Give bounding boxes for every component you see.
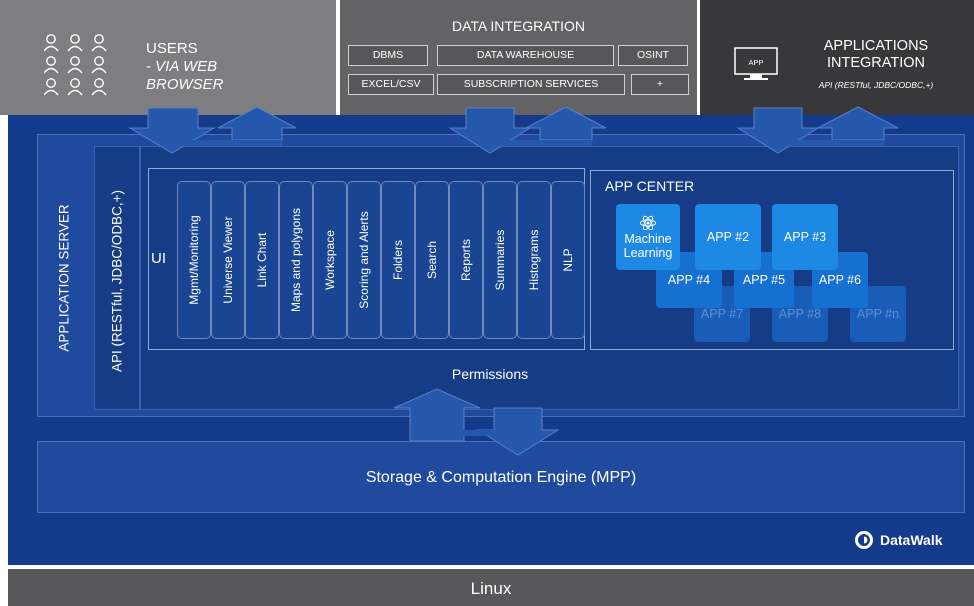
users-group-icon bbox=[44, 34, 107, 96]
module-summaries: Summaries bbox=[483, 181, 517, 339]
source-subscription-services: SUBSCRIPTION SERVICES bbox=[437, 74, 625, 95]
applications-integration-panel: APP APPLICATIONS INTEGRATION API (RESTfu… bbox=[700, 0, 974, 115]
monitor-icon: APP bbox=[734, 47, 778, 80]
arrow-data-up bbox=[525, 106, 607, 141]
arrow-apps-down bbox=[736, 107, 820, 154]
source-osint: OSINT bbox=[618, 45, 688, 66]
source-plus: + bbox=[631, 74, 689, 95]
source-excel-csv: EXCEL/CSV bbox=[348, 74, 434, 95]
api-column bbox=[94, 146, 140, 410]
atom-icon bbox=[639, 215, 657, 231]
permissions-label: Permissions bbox=[451, 366, 529, 382]
arrow-data-down bbox=[448, 107, 532, 154]
users-line2: - VIA WEB bbox=[146, 58, 218, 75]
app-tile-3: APP #3 bbox=[772, 204, 838, 270]
users-title: USERS bbox=[146, 40, 198, 57]
module-histograms: Histograms bbox=[517, 181, 551, 339]
module-maps-and-polygons: Maps and polygons bbox=[279, 181, 313, 339]
module-folders: Folders bbox=[381, 181, 415, 339]
source-dbms: DBMS bbox=[348, 45, 428, 66]
users-panel: USERS - VIA WEB BROWSER bbox=[0, 0, 336, 115]
module-mgmt-monitoring: Mgmt/Monitoring bbox=[177, 181, 211, 339]
app-tile-machine-learning: Machine Learning bbox=[616, 204, 680, 270]
arrow-apps-up bbox=[817, 106, 899, 141]
apps-title-line1: APPLICATIONS bbox=[823, 38, 929, 54]
users-line3: BROWSER bbox=[146, 76, 224, 93]
module-link-chart: Link Chart bbox=[245, 181, 279, 339]
module-scoring-and-alerts: Scoring and Alerts bbox=[347, 181, 381, 339]
applications-integration-title: APPLICATIONS INTEGRATION API (RESTful, J… bbox=[788, 38, 964, 94]
app-tile-2: APP #2 bbox=[695, 204, 761, 270]
arrow-users-down bbox=[128, 107, 216, 154]
source-data-warehouse: DATA WAREHOUSE bbox=[437, 45, 614, 66]
app-center-title: APP CENTER bbox=[605, 178, 695, 194]
brand-name: DataWalk bbox=[880, 532, 943, 548]
brand-logo: DataWalk bbox=[854, 530, 943, 550]
module-search: Search bbox=[415, 181, 449, 339]
module-universe-viewer: Universe Viewer bbox=[211, 181, 245, 339]
monitor-label: APP bbox=[748, 58, 763, 67]
data-integration-panel: DATA INTEGRATION DBMS DATA WAREHOUSE OSI… bbox=[340, 0, 697, 115]
apps-title-line2: INTEGRATION bbox=[826, 55, 925, 71]
linux-bar: Linux bbox=[8, 569, 974, 606]
data-integration-title: DATA INTEGRATION bbox=[451, 18, 585, 34]
users-label: USERS - VIA WEB BROWSER bbox=[146, 40, 224, 94]
app-center-box bbox=[590, 170, 954, 350]
ml-line2: Learning bbox=[623, 246, 673, 260]
datawalk-logo-icon bbox=[855, 531, 873, 549]
ml-line1: Machine bbox=[624, 232, 672, 246]
module-reports: Reports bbox=[449, 181, 483, 339]
module-workspace: Workspace bbox=[313, 181, 347, 339]
ui-label: UI bbox=[151, 250, 166, 267]
arrow-users-up bbox=[217, 106, 297, 141]
storage-engine: Storage & Computation Engine (MPP) bbox=[37, 441, 965, 513]
apps-subtitle: API (RESTful, JDBC/ODBC,+) bbox=[818, 80, 934, 90]
module-nlp: NLP bbox=[551, 181, 585, 339]
